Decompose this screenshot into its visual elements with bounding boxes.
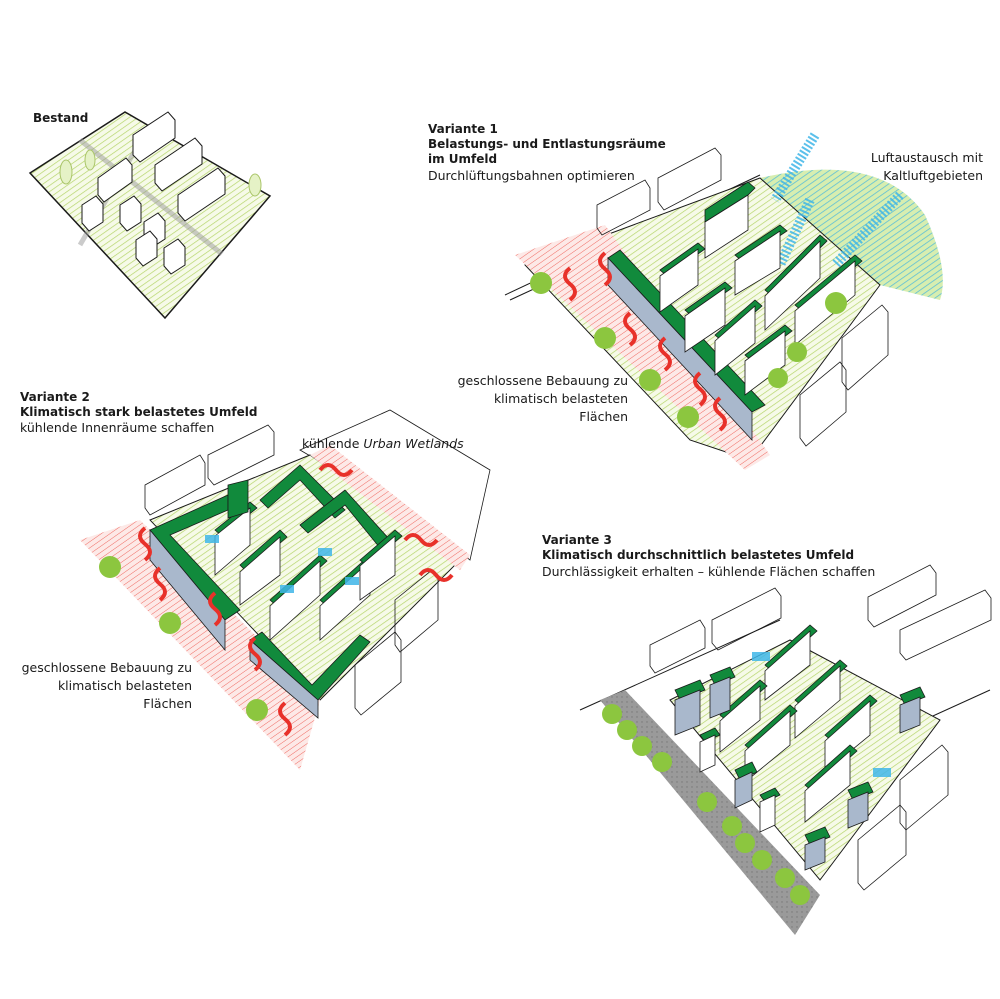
trees [59,149,262,197]
buildings [149,464,403,719]
v1-closed-label-line1: geschlossene Bebauung zu [457,373,628,388]
variante2-description: kühlende Innenräume schaffen [20,420,215,435]
heat-arrows [563,251,727,432]
air-exchange-label-line1: Luftaustausch mit [870,150,983,165]
v2-closed-label-line3: Flächen [143,696,192,711]
wetlands-label-prefix: kühlende [302,436,360,451]
wetland-marks [205,535,359,593]
cooling-marks [752,652,891,777]
v1-closed-label-line2: klimatisch belasteten [493,391,628,406]
v1-closed-label-line3: Flächen [579,409,628,424]
road [78,138,224,256]
trees [530,272,847,428]
variante1-description: Durchlüftungsbahnen optimieren [428,168,635,183]
variante1-subtitle-line1: Belastungs- und Entlastungsräume [428,137,666,151]
variante3-title: Variante 3 [542,533,612,547]
wetlands-label: kühlende Urban Wetlands [302,436,464,451]
street [600,690,820,935]
variante2-diagram [80,409,491,770]
variante1-title: Variante 1 [428,122,498,136]
heat-strip [515,225,770,470]
neighbour-buildings [649,564,992,891]
air-flow-arrows [770,132,904,269]
buildings [674,624,926,871]
existing-buildings [81,111,226,275]
bestand-diagram [28,111,272,320]
heat-arrows [138,463,454,737]
heat-strip [310,445,470,570]
wetlands-label-italic: Urban Wetlands [363,436,464,451]
trees [99,556,268,721]
buildings [607,181,863,442]
cold-air-area [760,169,943,300]
variante3-description: Durchlässigkeit erhalten – kühlende Fläc… [542,564,876,579]
variante3-subtitle: Klimatisch durchschnittlich belastetes U… [542,548,855,562]
street-trees [602,704,810,905]
variante2-title: Variante 2 [20,390,90,404]
v2-closed-label-line2: klimatisch belasteten [57,678,192,693]
v2-closed-label-line1: geschlossene Bebauung zu [21,660,192,675]
variante1-diagram [504,132,943,470]
variante3-diagram [579,564,992,935]
bestand-title: Bestand [33,111,89,125]
variante1-subtitle-line2: im Umfeld [428,152,498,166]
variante2-subtitle: Klimatisch stark belastetes Umfeld [20,405,258,419]
neighbour-buildings [596,147,889,447]
air-exchange-label-line2: Kaltluftgebieten [883,168,983,183]
